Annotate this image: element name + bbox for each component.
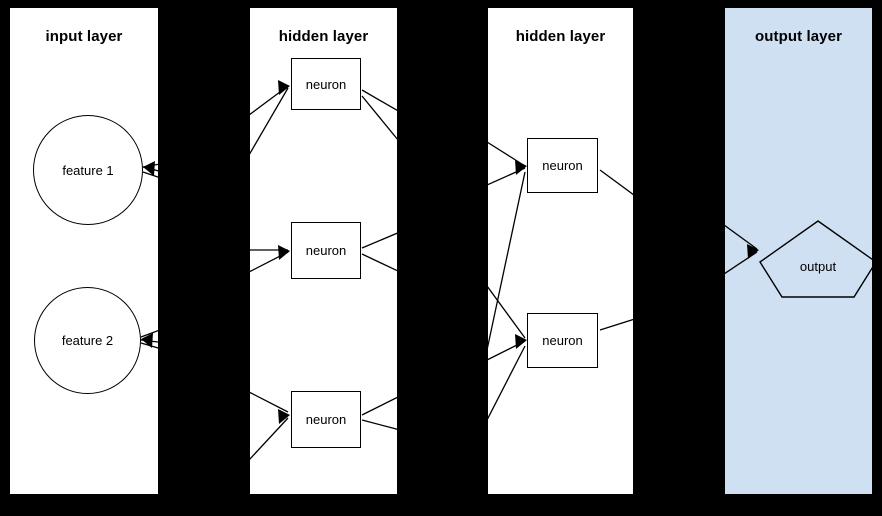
edges-input-layer	[140, 161, 158, 349]
node-h2-neuron-1[interactable]: neuron	[527, 138, 598, 193]
layer-panel-hidden-1: hidden layer	[250, 8, 397, 494]
node-feature-2[interactable]: feature 2	[34, 287, 141, 394]
node-h1-neuron-2[interactable]: neuron	[291, 222, 361, 279]
node-h2-neuron-2[interactable]: neuron	[527, 313, 598, 368]
node-label-h2-neuron-1: neuron	[542, 158, 583, 173]
layer-title-input: input layer	[45, 28, 123, 45]
layer-panel-hidden-2: hidden layer neuron	[488, 8, 633, 494]
edges-hidden-layer-2	[488, 141, 633, 420]
node-label-h1-neuron-1: neuron	[305, 76, 347, 92]
node-label-feature-1: feature 1	[62, 162, 114, 178]
node-label-h1-neuron-3: neuron	[305, 412, 347, 427]
node-label-feature-2: feature 2	[61, 333, 114, 348]
node-label-h1-neuron-2: neuron	[305, 243, 347, 258]
layer-panel-output: output layer output	[725, 8, 872, 494]
node-h1-neuron-3[interactable]: neuron	[291, 391, 361, 448]
node-label-h2-neuron-2: neuron	[542, 333, 583, 348]
layer-panel-input: input layer feature 1 feature 2	[10, 8, 158, 494]
node-h1-neuron-1[interactable]: neuron	[291, 58, 361, 110]
node-feature-1[interactable]: feature 1	[33, 115, 143, 225]
layer-title-output: output layer	[754, 28, 843, 45]
pentagon-shape	[759, 220, 872, 298]
layer-title-hidden-1: hidden layer	[278, 28, 369, 45]
node-output[interactable]: output	[757, 218, 872, 300]
layer-title-hidden-2: hidden layer	[515, 28, 606, 45]
